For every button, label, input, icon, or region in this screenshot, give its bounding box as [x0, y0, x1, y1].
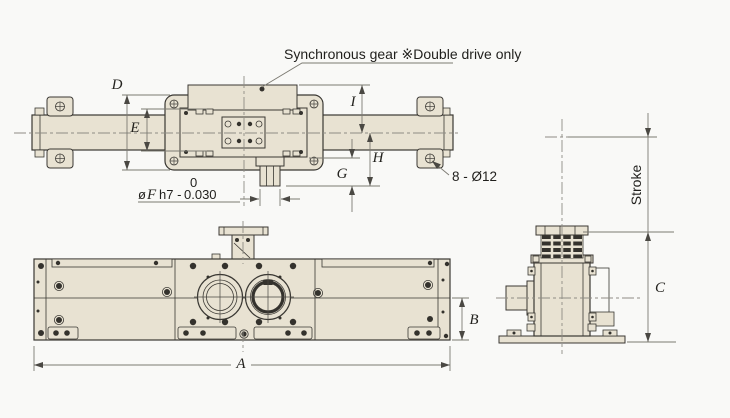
- housing-corner-bolts: [169, 99, 319, 166]
- dim-label-e: E: [129, 120, 139, 136]
- top-view: [31, 84, 454, 187]
- synchronous-gear-box: [187, 84, 298, 111]
- gear-box-bolt: [259, 86, 265, 92]
- top-recess-left: [51, 258, 173, 268]
- sync-gear-annotation: Synchronous gear ※Double drive only: [261, 46, 521, 88]
- fit-letter: F: [146, 187, 157, 203]
- label-holes: 8 - Ø12: [452, 169, 497, 184]
- dim-label-c: C: [655, 280, 666, 296]
- label-stroke: Stroke: [628, 165, 644, 206]
- dim-label-i: I: [350, 94, 357, 110]
- panel-joints: [45, 259, 439, 340]
- front-bolts: [36, 261, 450, 339]
- holes-callout: 8 - Ø12: [431, 160, 497, 184]
- top-recess-right: [321, 258, 435, 268]
- shaft-end-caps: [39, 115, 445, 150]
- dim-label-b: B: [469, 312, 478, 328]
- dim-stroke: Stroke: [568, 113, 674, 233]
- dim-e: E: [129, 108, 207, 152]
- centerlines: [14, 76, 642, 354]
- dim-c: C: [627, 232, 676, 343]
- fit-symbol: ø: [138, 187, 146, 202]
- annotation-sync-gear: Synchronous gear ※Double drive only: [284, 46, 521, 62]
- fit-lower-tolerance: 0.030: [184, 187, 217, 202]
- dim-b: B: [452, 297, 479, 341]
- shaft-end-bolt: [34, 149, 45, 158]
- dim-label-a: A: [235, 356, 246, 372]
- dim-label-h: H: [372, 150, 385, 166]
- inner-body-bolts: [184, 111, 303, 154]
- output-flange: [211, 226, 269, 260]
- dim-d: D: [111, 77, 170, 171]
- dim-g: G: [309, 139, 360, 212]
- bracket-bolt-holes: [55, 101, 435, 164]
- dim-i: I: [299, 84, 370, 133]
- dim-h: H: [286, 133, 385, 187]
- shaft-end-bolt: [34, 107, 45, 116]
- front-view: [33, 226, 451, 341]
- fit-upper-tolerance: 0: [190, 175, 197, 190]
- dim-label-g: G: [337, 166, 348, 182]
- bore-crosshairs: [194, 271, 294, 323]
- bottom-plates: [47, 326, 441, 340]
- dim-a: A: [33, 346, 451, 372]
- fit-spec: h7 -: [159, 187, 181, 202]
- shaft-fit-callout: ø F h7 - 0.030 0: [138, 175, 300, 206]
- pinion-boss: [255, 156, 285, 187]
- center-plate: [221, 116, 266, 149]
- side-body-lines: [540, 262, 584, 336]
- mount-brackets: [46, 96, 444, 169]
- dim-label-d: D: [111, 77, 123, 93]
- side-clips: [526, 266, 597, 332]
